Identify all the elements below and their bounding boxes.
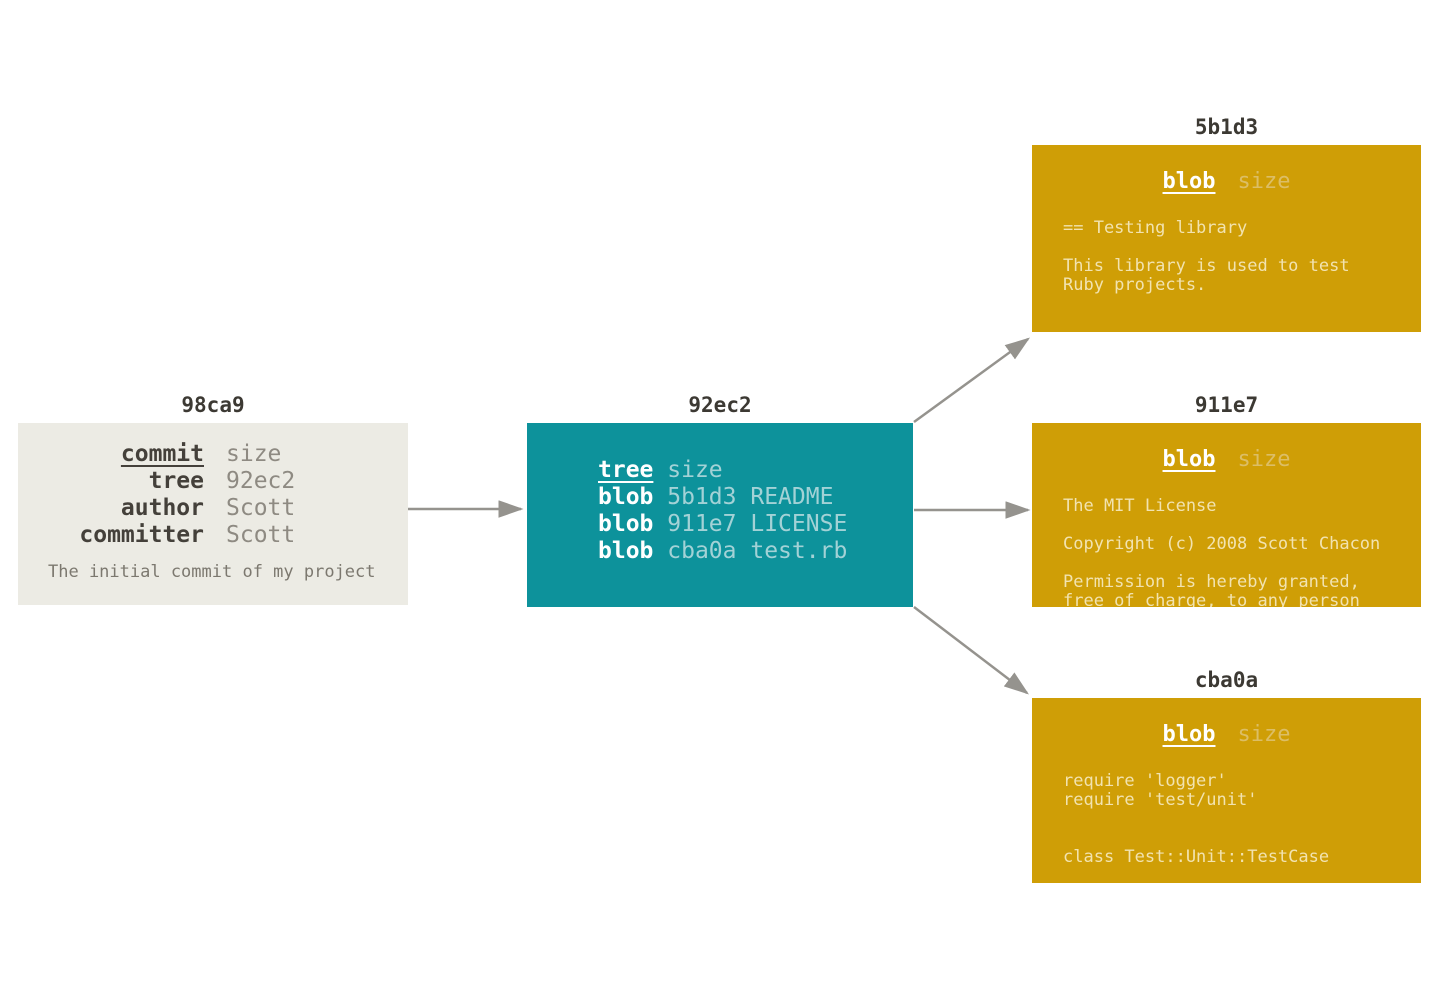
tree-header-row: tree size — [598, 457, 847, 484]
blob-header: blob size — [1032, 722, 1421, 748]
commit-message: The initial commit of my project — [48, 562, 376, 582]
blob-hash-label-cba0a: cba0a — [1194, 668, 1259, 692]
blob-size-value: size — [1237, 447, 1291, 472]
blob-object-box-911e7: blob size The MIT License Copyright (c) 2… — [1032, 423, 1421, 607]
arrow-tree-to-blob-5b1d3 — [913, 337, 1031, 424]
entry-type: blob — [598, 484, 654, 510]
entry-hash: 911e7 — [667, 511, 737, 537]
commit-committer-value: Scott — [226, 522, 296, 548]
blob-hash-label-5b1d3: 5b1d3 — [1194, 115, 1259, 139]
blob-content: require 'logger' require 'test/unit' cla… — [1063, 771, 1330, 867]
blob-content: The MIT License Copyright (c) 2008 Scott… — [1063, 496, 1381, 608]
commit-tree-value: 92ec2 — [226, 468, 296, 494]
commit-hash-label: 98ca9 — [181, 393, 245, 417]
commit-author-value: Scott — [226, 495, 296, 521]
blob-type-label: blob — [1162, 722, 1216, 747]
blob-header: blob size — [1032, 169, 1421, 195]
blob-object-box-5b1d3: blob size == Testing library This library… — [1032, 145, 1421, 332]
commit-size-value: size — [226, 441, 282, 467]
entry-hash: 5b1d3 — [667, 484, 737, 510]
entry-filename: README — [750, 484, 834, 510]
blob-content: == Testing library This library is used … — [1063, 218, 1350, 295]
tree-object-box: tree size blob 5b1d3 README blob 911e7 L… — [527, 423, 913, 607]
entry-filename: test.rb — [750, 538, 848, 564]
tree-size-value: size — [667, 457, 723, 483]
commit-field-row: author Scott — [18, 495, 408, 522]
blob-header: blob size — [1032, 447, 1421, 473]
commit-tree-key: tree — [148, 468, 204, 494]
tree-entry-row: blob 911e7 LICENSE — [598, 511, 847, 538]
commit-author-key: author — [120, 495, 204, 521]
commit-object-box: commit size tree 92ec2 author Scott comm… — [18, 423, 408, 605]
commit-fields: commit size tree 92ec2 author Scott comm… — [18, 441, 408, 549]
commit-committer-key: committer — [79, 522, 204, 548]
blob-size-value: size — [1237, 169, 1291, 194]
commit-type-label: commit — [120, 441, 204, 467]
blob-size-value: size — [1237, 722, 1291, 747]
entry-filename: LICENSE — [750, 511, 848, 537]
tree-type-label: tree — [598, 457, 654, 483]
commit-field-row: commit size — [18, 441, 408, 468]
tree-entry-row: blob 5b1d3 README — [598, 484, 847, 511]
arrow-tree-to-blob-cba0a — [913, 606, 1029, 695]
entry-hash: cba0a — [667, 538, 737, 564]
commit-field-row: committer Scott — [18, 522, 408, 549]
entry-type: blob — [598, 538, 654, 564]
commit-field-row: tree 92ec2 — [18, 468, 408, 495]
blob-object-box-cba0a: blob size require 'logger' require 'test/… — [1032, 698, 1421, 883]
blob-type-label: blob — [1162, 169, 1216, 194]
entry-type: blob — [598, 511, 654, 537]
blob-hash-label-911e7: 911e7 — [1194, 393, 1259, 417]
tree-entry-row: blob cba0a test.rb — [598, 538, 847, 565]
blob-type-label: blob — [1162, 447, 1216, 472]
tree-hash-label: 92ec2 — [688, 393, 752, 417]
tree-entries: tree size blob 5b1d3 README blob 911e7 L… — [598, 457, 847, 565]
